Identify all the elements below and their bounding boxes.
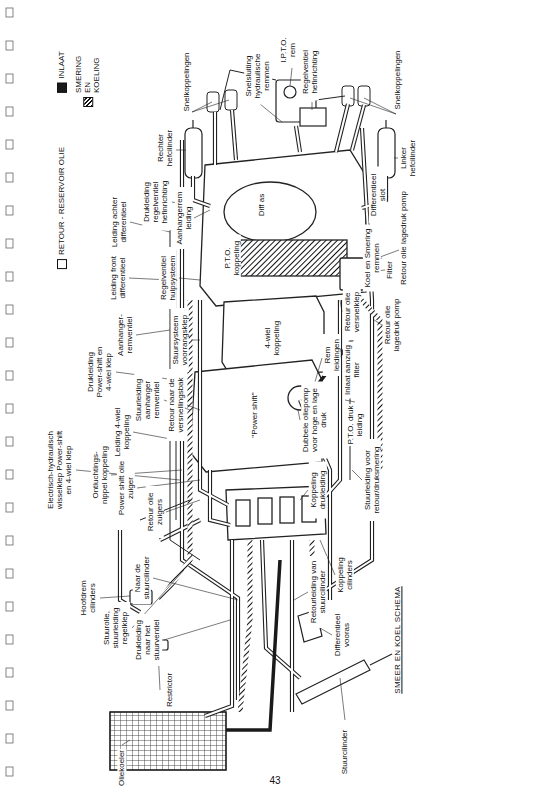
legend-text: INLAAT xyxy=(57,51,66,78)
part-label: Snelsluiting hydraulische remmen xyxy=(244,48,272,105)
part-label: "Power shift" xyxy=(250,391,259,438)
part-label: Koppeling cilinders xyxy=(336,552,354,599)
part-label: Stuurcilinder xyxy=(340,729,349,775)
part-label: Power shift olie zuiger xyxy=(117,460,135,517)
part-label: Hoofdrem cilinders xyxy=(79,572,97,624)
part-label: P.T.O. druk leiding xyxy=(346,404,364,446)
part-label: Retour naar de versnellingsbak xyxy=(167,369,185,441)
part-label: Retour olie zuigers xyxy=(146,486,164,538)
part-label: Electrisch-hydraulisch wisselklep Power-… xyxy=(46,427,74,514)
part-label: Leiding front differentieel xyxy=(109,250,127,307)
part-label: Dubbele oliepomp voor hoge en lage druk xyxy=(301,382,329,459)
part-label: Stuurleiding aanhanger remventiel xyxy=(134,372,162,429)
part-label: Regelventiel hulpsysteem xyxy=(159,247,177,309)
part-label: I.P.T.O. rem xyxy=(279,34,297,66)
part-label: Aanhanger- remventiel xyxy=(116,307,134,364)
part-label: Koppeling drukleiding xyxy=(309,462,327,519)
part-label: Drukleiding Power-shift en 4-wiel klep xyxy=(86,341,114,403)
part-label: Stuurolie, stuurleiding regelklep xyxy=(102,602,130,654)
leader-lines xyxy=(76,68,399,745)
part-label: Aanhangerrem leiding xyxy=(175,187,193,249)
legend-swatch xyxy=(83,97,93,107)
legend-item: INLAAT xyxy=(57,50,67,93)
part-label: Drukleiding regelventiel hefinrichting xyxy=(142,174,170,231)
part-label: Rechter hefcilinder xyxy=(156,122,174,174)
pilot-lines xyxy=(140,70,350,560)
part-label: 4-wiel koppeling xyxy=(263,317,281,359)
part-label: Oliekoeler xyxy=(117,749,126,787)
part-label: Leiding achter differentieel xyxy=(110,194,128,251)
legend-text: SMERING EN KOELING xyxy=(74,45,102,93)
inlet-lines xyxy=(226,290,352,730)
legend-swatch xyxy=(57,83,67,93)
part-label: Differentieel vooras xyxy=(333,607,351,664)
part-label: Snelkoppelingen xyxy=(182,51,191,112)
part-label: Retour olie versnelklep xyxy=(343,284,361,341)
part-label: Naar de stuurcilinder xyxy=(133,552,151,604)
part-label: Koel en Smering remmen xyxy=(363,225,381,292)
part-label: Retour olie lagedruk pomp xyxy=(399,190,408,286)
part-label: Stuurleiding voor retour/druksmering xyxy=(363,439,381,521)
legend-item: RETOUR - RESERVOIR OLIE xyxy=(57,146,67,270)
page-number: 43 xyxy=(268,775,281,787)
part-label: Diff as xyxy=(257,193,266,218)
lubrication-lines xyxy=(160,290,380,712)
legend-swatch xyxy=(57,259,67,269)
part-label: Rem leidingen xyxy=(323,334,341,376)
part-label: Stuursysteem voorrangsklep xyxy=(171,308,189,372)
binder-holes xyxy=(6,8,13,776)
part-label: Snelkoppelingen xyxy=(393,49,402,110)
schema-title: SMEER EN KOEL SCHEMA xyxy=(393,585,402,695)
part-label: Filter xyxy=(385,260,394,280)
part-label: Restrictor xyxy=(165,672,174,708)
legend-item: SMERING EN KOELING xyxy=(74,44,102,108)
part-label: Regelventiel hefinrichting xyxy=(301,44,319,101)
part-label: Retourleiding van stuurcilinder xyxy=(309,556,327,628)
part-label: Drukleiding naar het stuurventiel xyxy=(134,614,162,666)
part-label: Ontluchtings- nippel koppeling xyxy=(91,444,109,506)
part-label: Inlaat aanzuig filter xyxy=(343,342,361,399)
part-label: Retour olie lagedruk pomp xyxy=(383,292,401,359)
part-label: P.T.O. koppeling xyxy=(223,235,241,282)
legend-text: RETOUR - RESERVOIR OLIE xyxy=(57,147,66,255)
part-label: Differentieel slot xyxy=(369,167,387,224)
part-label: Linker hefcilinder xyxy=(399,135,417,182)
part-label: Leiding 4-wiel koppeling xyxy=(113,401,131,463)
